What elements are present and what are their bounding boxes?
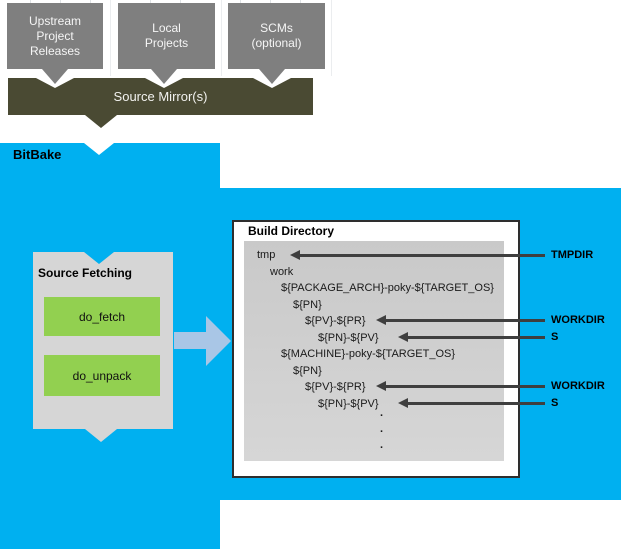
build-directory-tree-panel: [244, 241, 504, 461]
scms-box-tail: [259, 69, 285, 84]
upstream-project-releases-box: Upstream Project Releases: [7, 3, 103, 69]
grid-tick: [90, 0, 91, 5]
tree-row-pn: ${PN}: [293, 299, 322, 311]
local-box-tail: [151, 69, 177, 84]
tree-row-machine: ${MACHINE}-poky-${TARGET_OS}: [281, 348, 456, 360]
source-fetching-notch: [84, 252, 114, 264]
arrow-left-icon: [376, 381, 386, 391]
scms-optional-box: SCMs (optional): [228, 3, 325, 69]
tree-row-work: work: [270, 266, 294, 278]
tree-row-pn-pv: ${PN}-${PV}: [318, 332, 379, 344]
arrow-left-icon: [376, 315, 386, 325]
s-label: S: [551, 331, 559, 343]
source-fetching-tail: [85, 429, 117, 442]
ellipsis-dot: .: [380, 423, 384, 435]
local-projects-box: Local Projects: [118, 3, 215, 69]
grid-tick: [180, 0, 181, 5]
grid-tick: [30, 0, 31, 5]
annotation-arrow-line: [385, 385, 545, 388]
ellipsis-dot: .: [380, 439, 384, 451]
bitbake-label: BitBake: [13, 147, 62, 162]
grid-guide: [331, 0, 332, 76]
bitbake-region-bottom: [0, 500, 220, 549]
tree-row-package-arch: ${PACKAGE_ARCH}-poky-${TARGET_OS}: [281, 282, 494, 294]
tmpdir-label: TMPDIR: [551, 249, 594, 261]
grid-guide: [110, 0, 111, 76]
grid-tick: [150, 0, 151, 5]
source-mirror-label: Source Mirror(s): [113, 89, 208, 104]
arrow-left-icon: [290, 250, 300, 260]
grid-tick: [60, 0, 61, 5]
tree-row-pv-pr: ${PV}-${PR}: [305, 315, 366, 327]
ellipsis-dot: .: [380, 407, 384, 419]
annotation-arrow-line: [299, 254, 545, 257]
annotation-arrow-line: [385, 319, 545, 322]
arrow-left-icon: [398, 332, 408, 342]
tree-row-pn-pv: ${PN}-${PV}: [318, 398, 379, 410]
upstream-box-tail: [42, 69, 68, 84]
workdir-label: WORKDIR: [551, 314, 605, 326]
grid-guide: [221, 0, 222, 76]
source-fetching-panel: [33, 252, 173, 429]
grid-tick: [270, 0, 271, 5]
grid-tick: [240, 0, 241, 5]
s-label: S: [551, 397, 559, 409]
flow-arrow-icon: [206, 316, 231, 366]
tree-row-pn: ${PN}: [293, 365, 322, 377]
do-unpack-task: do_unpack: [44, 355, 160, 396]
workdir-label: WORKDIR: [551, 380, 605, 392]
annotation-arrow-line: [407, 336, 545, 339]
source-mirror-tail: [85, 115, 117, 128]
build-directory-title: Build Directory: [248, 224, 335, 238]
annotation-arrow-line: [407, 402, 545, 405]
tree-row-tmp: tmp: [257, 249, 276, 261]
do-fetch-task: do_fetch: [44, 297, 160, 336]
tree-row-pv-pr: ${PV}-${PR}: [305, 381, 366, 393]
flow-arrow-shaft: [174, 332, 207, 349]
grid-tick: [300, 0, 301, 5]
arrow-left-icon: [398, 398, 408, 408]
source-fetching-title: Source Fetching: [38, 266, 133, 280]
bitbake-notch: [84, 143, 114, 155]
